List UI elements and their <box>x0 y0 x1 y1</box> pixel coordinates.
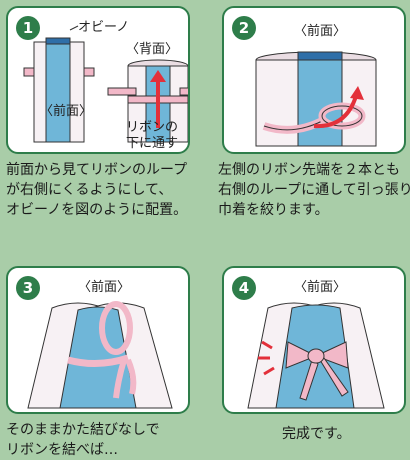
step-3-caption: そのままかた結びなしで リボンを結べば… <box>6 422 160 458</box>
step-number-badge: 4 <box>232 276 256 300</box>
step-2-caption: 左側のリボン先端を２本とも 右側のループに通して引っ張り 巾着を絞ります。 <box>218 162 410 218</box>
step-1-illustration <box>23 25 188 143</box>
step-number-badge: 1 <box>16 16 40 40</box>
step-3-panel: 3 〈前面〉 <box>6 266 190 414</box>
step-number-badge: 2 <box>232 16 256 40</box>
step-2-panel: 2 〈前面〉 <box>222 6 406 154</box>
front-label: 〈前面〉 <box>294 280 347 295</box>
step-1-panel: 1 オビーノ 〈背面〉 〈前面〉 リボンの 下に通す <box>6 6 190 154</box>
step-4-panel: 4 〈前面〉 <box>222 266 406 414</box>
step-1-caption: 前面から見てリボンのループ が右側にくるようにして、 オビーノを図のように配置。 <box>6 162 188 218</box>
step-4-caption: 完成です。 <box>282 426 351 442</box>
front-label: 〈前面〉 <box>78 280 131 295</box>
step-3-illustration <box>27 301 173 409</box>
ribbon-note-line2: 下に通す <box>126 136 179 151</box>
ribbon-note-line1: リボンの <box>126 120 179 135</box>
step-number-badge: 3 <box>16 276 40 300</box>
front-label: 〈前面〉 <box>294 24 347 39</box>
step-4-illustration <box>247 302 385 409</box>
front-label: 〈前面〉 <box>40 104 93 119</box>
back-label: 〈背面〉 <box>126 42 179 57</box>
curved-arrow-icon <box>313 95 358 129</box>
step-2-illustration <box>255 51 377 147</box>
obino-label: オビーノ <box>78 20 130 35</box>
